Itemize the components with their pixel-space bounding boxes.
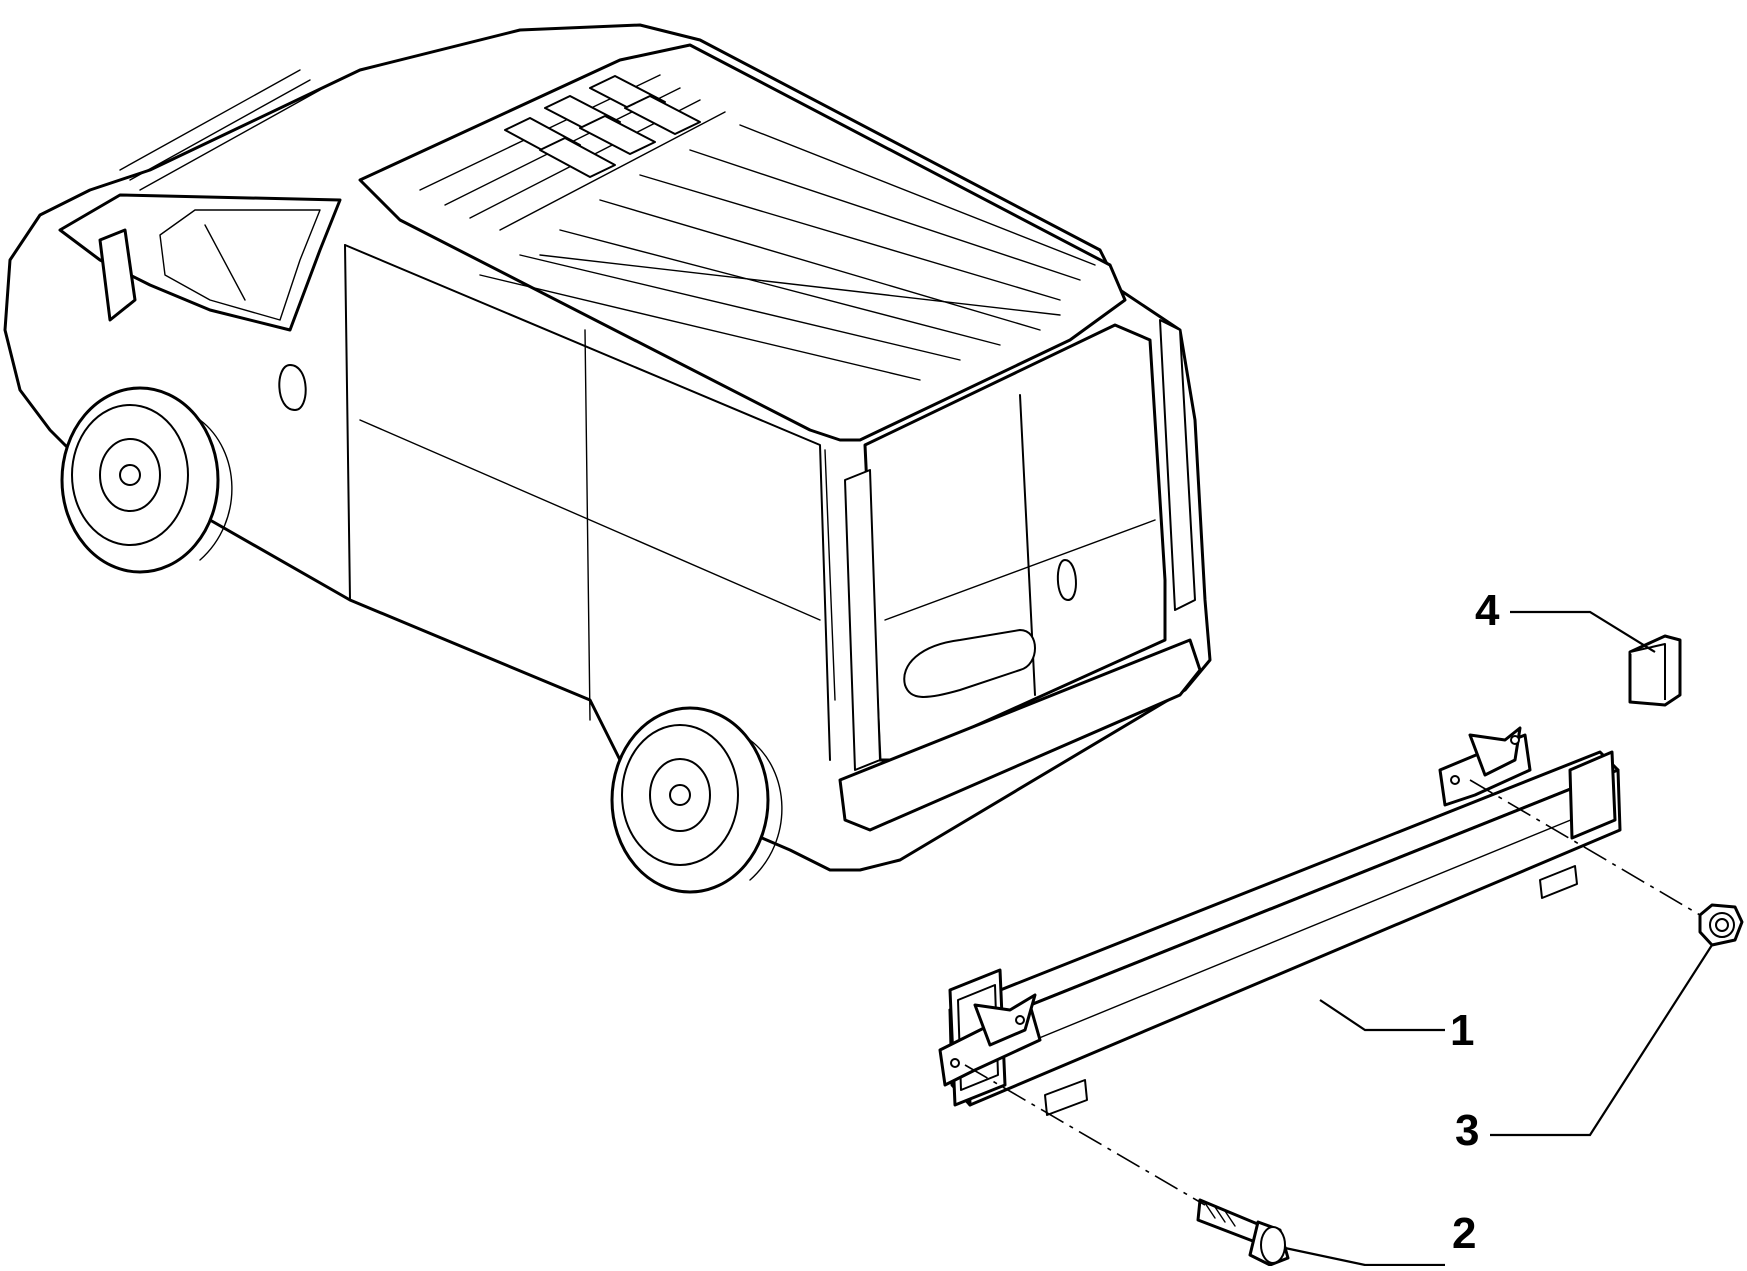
part-bar bbox=[938, 726, 1622, 1116]
leader-4 bbox=[1510, 610, 1656, 653]
callout-1: 1 bbox=[1450, 1006, 1474, 1055]
leader-1 bbox=[1319, 999, 1445, 1032]
part-nut bbox=[1698, 903, 1744, 947]
callout-4: 4 bbox=[1475, 586, 1500, 635]
van-illustration bbox=[3, 23, 1212, 894]
axis-line-front bbox=[964, 1064, 1206, 1206]
callout-2: 2 bbox=[1452, 1209, 1476, 1258]
leader-3 bbox=[1490, 944, 1713, 1137]
rear-wheel bbox=[610, 706, 783, 894]
part-bolt bbox=[1196, 1198, 1290, 1267]
callout-3: 3 bbox=[1455, 1106, 1479, 1155]
leader-2 bbox=[1284, 1246, 1445, 1267]
part-cap bbox=[1628, 634, 1682, 707]
front-wheel bbox=[60, 386, 233, 574]
axis-line-rear bbox=[1469, 779, 1701, 916]
roof-vents bbox=[504, 75, 701, 178]
